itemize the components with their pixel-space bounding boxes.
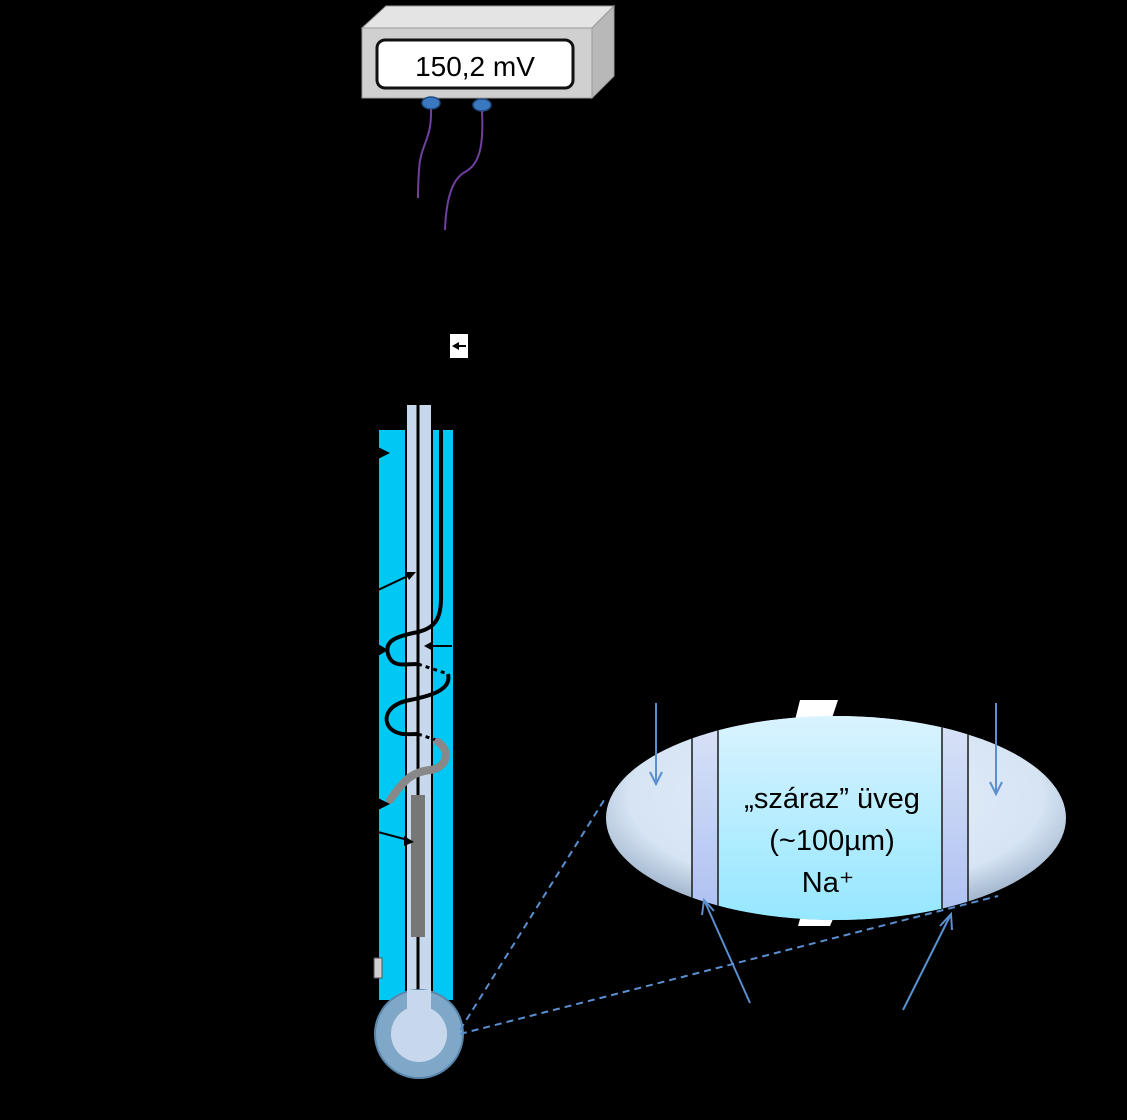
zoom-line-bottom — [459, 895, 999, 1035]
pointer-element-head — [404, 836, 414, 846]
terminal-left — [421, 96, 441, 110]
arrow-up-right — [902, 915, 951, 1011]
pointer-marker — [450, 334, 468, 358]
wire-left — [417, 108, 433, 199]
terminal-right — [472, 98, 492, 112]
reference-wire-spiral-2 — [384, 673, 451, 737]
voltmeter-display — [375, 38, 575, 90]
detail-label-thickness: (~100µm) — [769, 825, 895, 857]
arrow-down-right-head — [989, 781, 1003, 797]
wire-right — [444, 110, 484, 231]
detail-label-ion: Na⁺ — [802, 867, 854, 899]
pointer-element-line — [377, 831, 409, 841]
small-marker — [373, 957, 383, 979]
pointer-spiral-head — [424, 641, 433, 651]
zoom-line-top — [459, 796, 607, 1031]
membrane-detail: „száraz” üveg (~100µm) Na⁺ — [606, 700, 1066, 926]
reference-wire-spiral — [385, 404, 443, 667]
pointer-tube-head — [405, 572, 416, 580]
pointer-wire-left — [378, 644, 388, 656]
voltmeter-top-face — [360, 5, 616, 29]
arrow-up-left-head — [701, 897, 715, 916]
arrow-up-left — [704, 901, 751, 1004]
voltmeter-reading: 150,2 mV — [415, 51, 535, 82]
internal-reference-element — [411, 795, 425, 937]
detail-arrows — [649, 703, 1003, 1011]
glass-bulb-inner — [391, 1006, 447, 1062]
glass-electrode — [373, 403, 464, 1079]
hydrated-layer-right — [942, 716, 968, 920]
hydrated-layer-left — [692, 716, 718, 920]
reference-wire-dashed-1 — [417, 662, 449, 676]
silver-wire — [386, 738, 450, 804]
arrow-down-left-head — [649, 771, 663, 787]
arrow-up-right-head — [939, 911, 953, 931]
pointer-solution — [378, 447, 390, 459]
bulb-neck — [407, 990, 431, 1012]
voltmeter: 150,2 mV — [360, 4, 616, 112]
pointer-silver — [378, 798, 390, 810]
pointer-tube-line — [377, 573, 413, 591]
detail-label-dry-glass: „száraz” üveg — [744, 783, 920, 815]
dry-glass-core — [718, 716, 942, 920]
